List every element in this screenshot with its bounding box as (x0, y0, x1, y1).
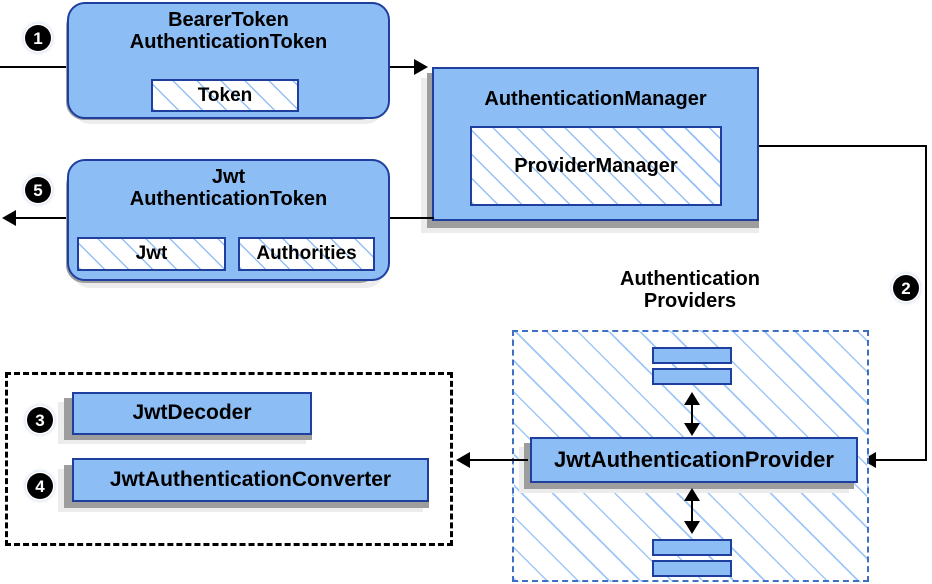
connector-provider-to-support (470, 459, 528, 461)
connector-request-in (0, 66, 68, 68)
collapsed-provider-bottom-2 (652, 560, 732, 577)
bearer-token-title-line1: BearerToken (168, 9, 289, 31)
jwt-support-container (5, 372, 453, 546)
collapsed-provider-bottom-1 (652, 539, 732, 556)
arrowhead-providers-down (684, 521, 700, 534)
node-jwt-decoder[interactable]: JwtDecoder (72, 392, 312, 435)
jwt-token-title-line1: Jwt (211, 166, 246, 188)
authentication-providers-caption-line1: Authentication (620, 268, 760, 290)
node-authorities-field[interactable]: Authorities (238, 237, 375, 271)
step-marker-2: 2 (893, 275, 919, 301)
node-token-field[interactable]: Token (151, 79, 299, 112)
connector-manager-down (925, 145, 927, 460)
authentication-providers-caption-line2: Providers (643, 290, 737, 313)
connector-response-out (16, 217, 68, 219)
connector-token-to-manager (390, 66, 416, 68)
node-jwt-authentication-converter[interactable]: JwtAuthenticationConverter (72, 458, 429, 502)
authentication-manager-title: AuthenticationManager (484, 88, 707, 110)
collapsed-provider-top-2 (652, 368, 732, 385)
step-marker-5: 5 (25, 177, 51, 203)
node-provider-manager[interactable]: ProviderManager (470, 126, 722, 206)
arrowhead-provider-to-support (456, 452, 470, 468)
connector-manager-to-jwt-token (390, 217, 434, 219)
token-field-label: Token (197, 84, 253, 106)
jwt-authentication-converter-label: JwtAuthenticationConverter (109, 467, 392, 491)
jwt-authentication-provider-label: JwtAuthenticationProvider (554, 447, 834, 473)
arrowhead-response-out (2, 210, 16, 226)
arrowhead-providers-down-top (684, 423, 700, 436)
node-jwt-field[interactable]: Jwt (77, 237, 226, 271)
jwt-field-label: Jwt (135, 243, 168, 264)
step-marker-4: 4 (27, 473, 53, 499)
step-marker-3: 3 (27, 407, 53, 433)
jwt-token-title-line2: AuthenticationToken (129, 187, 328, 210)
arrowhead-token-to-manager (414, 59, 428, 75)
connector-providers-top (691, 394, 693, 426)
connector-into-provider (876, 459, 927, 461)
authorities-field-label: Authorities (256, 243, 357, 264)
collapsed-provider-top-1 (652, 347, 732, 364)
provider-manager-label: ProviderManager (514, 154, 678, 177)
bearer-token-title-line2: AuthenticationToken (129, 30, 328, 53)
node-jwt-authentication-provider[interactable]: JwtAuthenticationProvider (530, 437, 858, 483)
connector-providers-bottom (691, 490, 693, 524)
step-marker-1: 1 (25, 25, 51, 51)
jwt-decoder-label: JwtDecoder (132, 401, 252, 425)
authentication-providers-caption: Authentication Providers (560, 268, 820, 313)
connector-manager-out (759, 145, 927, 147)
